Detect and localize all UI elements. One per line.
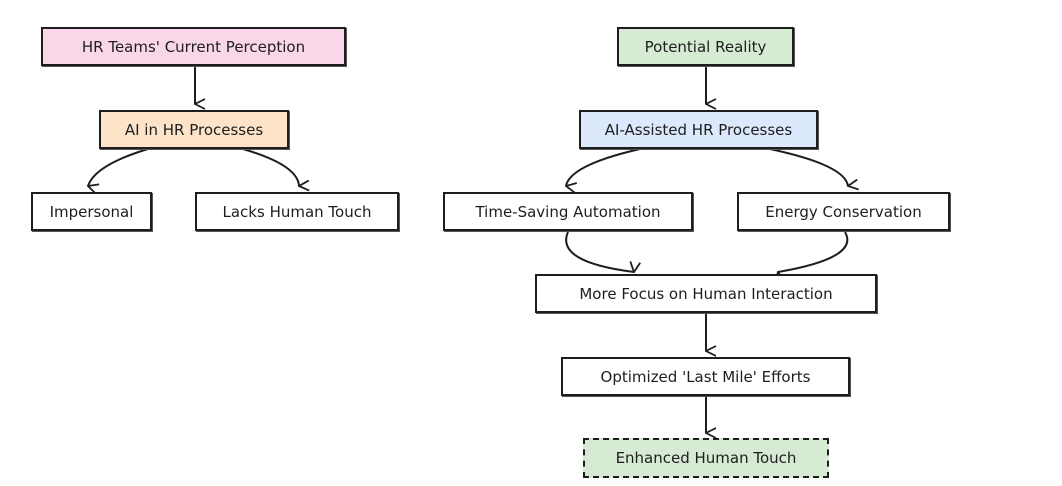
node-more-focus: More Focus on Human Interaction	[535, 274, 877, 313]
node-label: Time-Saving Automation	[475, 202, 661, 221]
edge-ai-to-impersonal	[88, 148, 149, 186]
node-label: Lacks Human Touch	[222, 202, 372, 221]
node-label: Energy Conservation	[765, 202, 922, 221]
edge-ai-to-lacks	[242, 148, 299, 186]
node-potential-reality: Potential Reality	[617, 27, 794, 66]
node-time-saving: Time-Saving Automation	[443, 192, 693, 231]
node-enhanced-human-touch: Enhanced Human Touch	[583, 438, 829, 478]
node-label: More Focus on Human Interaction	[579, 284, 833, 303]
node-label: Impersonal	[49, 202, 134, 221]
node-label: HR Teams' Current Perception	[81, 37, 306, 56]
node-impersonal: Impersonal	[31, 192, 152, 231]
node-label: AI-Assisted HR Processes	[604, 120, 793, 139]
node-optimized-last-mile: Optimized 'Last Mile' Efforts	[561, 357, 850, 396]
node-label: AI in HR Processes	[124, 120, 264, 139]
node-ai-assisted: AI-Assisted HR Processes	[579, 110, 818, 149]
edge-assisted-to-energy	[769, 148, 848, 186]
node-label: Optimized 'Last Mile' Efforts	[600, 367, 811, 386]
node-ai-in-hr: AI in HR Processes	[99, 110, 289, 149]
node-lacks-human-touch: Lacks Human Touch	[195, 192, 399, 231]
edge-time-to-focus	[565, 231, 634, 272]
node-label: Enhanced Human Touch	[615, 449, 797, 467]
node-label: Potential Reality	[644, 37, 767, 56]
edge-assisted-to-time	[566, 148, 641, 186]
node-hr-perception: HR Teams' Current Perception	[41, 27, 346, 66]
node-energy-conservation: Energy Conservation	[737, 192, 950, 231]
edge-energy-to-focus	[778, 231, 849, 272]
